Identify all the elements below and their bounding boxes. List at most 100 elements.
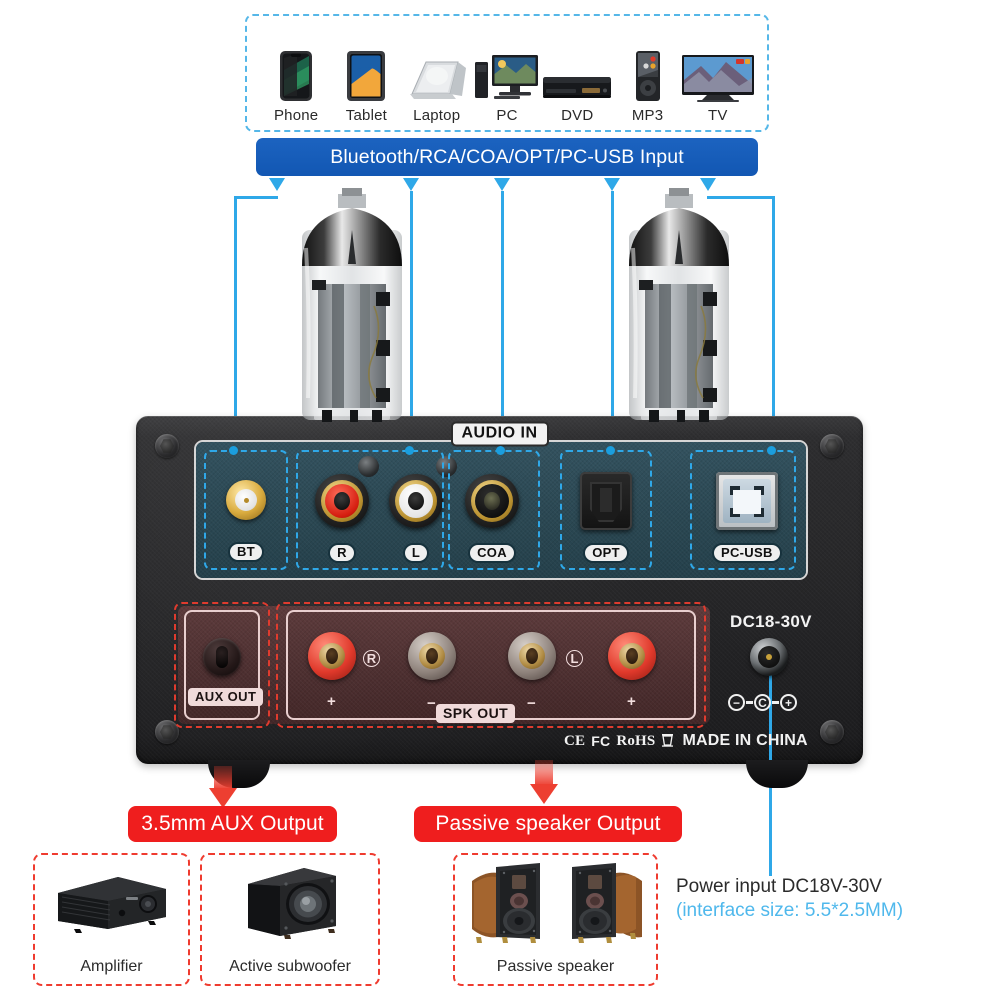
television-icon [681, 44, 755, 102]
source-devices-row: Phone Tablet [247, 16, 767, 130]
aux-out-label: AUX OUT [188, 688, 264, 706]
source-device-dvd: DVD [542, 44, 612, 124]
zone-optical [560, 450, 652, 570]
panel-nut-left [358, 456, 379, 477]
subwoofer-icon [202, 863, 378, 941]
device-box-passive-speaker: Passive speaker [453, 853, 658, 986]
jack-coaxial[interactable]: COA [465, 474, 519, 563]
dvd-player-icon [542, 44, 612, 102]
callout-dot-coa [496, 446, 505, 455]
aux-out-jack[interactable] [203, 638, 241, 676]
source-device-laptop: Laptop [403, 44, 471, 124]
spk-polarity-1: + [327, 693, 336, 710]
zone-spk-out [276, 602, 706, 728]
jack-optical[interactable]: OPT [580, 472, 632, 563]
weee-bin-icon [661, 732, 674, 750]
source-device-label: TV [708, 107, 728, 124]
chassis-screw-top-right [820, 434, 844, 458]
callout-line-usb-v [772, 196, 775, 458]
spk-polarity-2: − [427, 695, 436, 712]
jack-bt[interactable]: BT [226, 480, 266, 562]
callout-dot-rca [405, 446, 414, 455]
spk-polarity-4: + [627, 693, 636, 710]
vacuum-tube-right [615, 188, 743, 424]
callout-arrow-coa [494, 178, 510, 191]
rohs-mark-icon: RoHS [616, 732, 656, 749]
callout-line-bt-h [234, 196, 278, 199]
source-device-label: PC [496, 107, 518, 124]
source-device-mp3: MP3 [614, 44, 682, 124]
spk-polarity-3: − [527, 695, 536, 712]
spk-terminal-l-positive[interactable] [608, 632, 656, 680]
jack-label-r: R [328, 543, 356, 563]
dc-power-jack[interactable] [750, 638, 788, 676]
bookshelf-speaker-pair-icon [455, 863, 656, 943]
vacuum-tube-left [288, 188, 416, 424]
power-input-note: Power input DC18V-30V (interface size: 5… [676, 875, 903, 923]
device-box-amplifier: Amplifier [33, 853, 190, 986]
tablet-icon [346, 44, 386, 102]
aux-output-callout: 3.5mm AUX Output [128, 806, 337, 842]
chassis-screw-bottom-right [820, 720, 844, 744]
device-label-subwoofer: Active subwoofer [229, 958, 351, 975]
jack-rca-right[interactable]: R [315, 474, 369, 563]
jack-label-l: L [402, 543, 430, 563]
spk-arrow-stem [535, 760, 553, 786]
spk-out-label: SPK OUT [436, 704, 516, 723]
source-device-label: MP3 [631, 107, 664, 124]
zone-aux-out [174, 602, 270, 728]
toslink-optical-port-icon [580, 472, 632, 530]
callout-arrow-bt [269, 178, 285, 191]
chassis-screw-top-left [155, 434, 179, 458]
aux-arrow-head [209, 788, 237, 808]
jack-label-coa: COA [468, 543, 516, 563]
jack-label-opt: OPT [583, 543, 629, 563]
zone-pc-usb [690, 450, 796, 570]
callout-arrow-opt [604, 178, 620, 191]
usb-type-b-port-icon [715, 472, 778, 530]
origin-label: MADE IN CHINA [682, 732, 808, 749]
audio-in-tag: AUDIO IN [450, 421, 549, 447]
dc-polarity-negative: − [728, 694, 745, 711]
callout-dot-opt [606, 446, 615, 455]
device-box-subwoofer: Active subwoofer [200, 853, 380, 986]
jack-label-pc-usb: PC-USB [712, 543, 782, 563]
sma-antenna-jack-icon [226, 480, 266, 520]
dc-polarity-diagram: − C + [728, 694, 797, 711]
source-device-label: Phone [273, 107, 319, 124]
laptop-icon [406, 44, 468, 102]
dc-polarity-positive: + [780, 694, 797, 711]
jack-pc-usb[interactable]: PC-USB [712, 472, 782, 563]
source-device-tablet: Tablet [332, 44, 400, 124]
aux-out-bezel [184, 610, 260, 720]
dc-voltage-label: DC18-30V [730, 612, 812, 631]
speaker-output-callout: Passive speaker Output [414, 806, 682, 842]
source-device-pc: PC [473, 44, 541, 124]
aux-arrow-stem [214, 766, 232, 790]
smartphone-icon [279, 44, 313, 102]
dc-polarity-center: C [754, 694, 771, 711]
device-label-passive-speaker: Passive speaker [496, 958, 615, 975]
ce-mark-icon: CE [564, 732, 586, 749]
source-device-label: Tablet [345, 107, 388, 124]
jack-rca-left[interactable]: L [389, 474, 443, 563]
zone-coaxial [448, 450, 540, 570]
channel-mark-right: R [363, 650, 380, 667]
callout-dot-bt [229, 446, 238, 455]
certification-row: CE FC RoHS MADE IN CHINA [564, 732, 808, 750]
spk-terminal-l-negative[interactable] [508, 632, 556, 680]
callout-line-r [410, 191, 413, 458]
callout-line-usb-h [707, 196, 774, 199]
callout-line-coa [501, 191, 504, 458]
callout-line-bt-v [234, 196, 237, 458]
spk-terminal-r-positive[interactable] [308, 632, 356, 680]
spk-arrow-head [530, 784, 558, 804]
callout-arrow-usb [700, 178, 716, 191]
device-label-amplifier: Amplifier [80, 958, 143, 975]
callout-dot-usb [767, 446, 776, 455]
spk-terminal-r-negative[interactable] [408, 632, 456, 680]
fcc-mark-icon: FC [591, 733, 611, 749]
zone-bluetooth [204, 450, 288, 570]
callout-arrow-r [403, 178, 419, 191]
